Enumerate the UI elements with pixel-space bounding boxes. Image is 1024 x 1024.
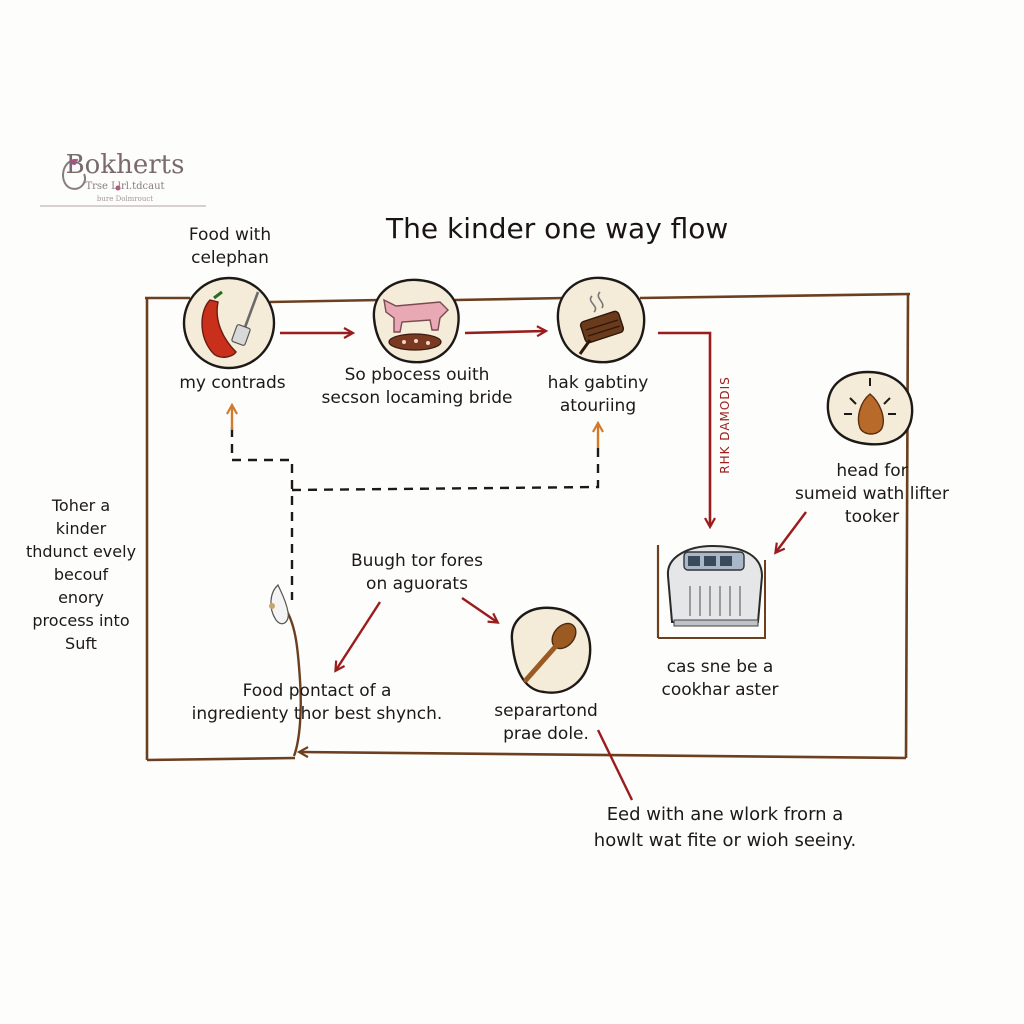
- chili-fork-icon: [182, 276, 276, 370]
- flow-arrows: [280, 331, 807, 801]
- logo-tagline: Trse Llrl.tdcaut: [85, 181, 165, 192]
- node-3-label: hak gabtiny atouriing: [547, 373, 649, 416]
- node-5-label: cas sne be a cookhar aster: [661, 657, 779, 700]
- logo-mark-icon: [40, 158, 206, 207]
- food-label: Food pontact of a ingredienty thor best …: [191, 681, 443, 724]
- mid-label: Buugh tor fores on aguorats: [351, 551, 483, 594]
- meat-plate-icon: [372, 278, 460, 364]
- logo: Bokherts Trse Llrl.tdcaut bure Dolmrouct: [40, 150, 210, 204]
- appliance-icon: [666, 544, 764, 627]
- logo-name: Bokherts: [65, 150, 185, 180]
- left-note: Toher a kinder thdunct evely becouf enor…: [25, 496, 137, 653]
- node-6-label: separartond prae dole.: [494, 701, 598, 744]
- frame-lines: [145, 292, 911, 762]
- vertical-label: RHK DAMODIS: [718, 376, 732, 474]
- bottom-note: Eed with ane wlork frorn a howlt wat fit…: [593, 804, 857, 851]
- egg-heat-icon: [826, 370, 914, 446]
- node-2-label: So pbocess ouith secson locaming bride: [321, 365, 513, 408]
- spoon-icon: [510, 606, 592, 694]
- diagram-title: The kinder one way flow: [386, 212, 729, 245]
- dashed-loop: [232, 406, 598, 600]
- logo-subline: bure Dolmrouct: [96, 195, 154, 203]
- node-1-label: my contrads: [179, 373, 286, 393]
- node-4-label: head for sumeid wath lifter tooker: [795, 461, 949, 527]
- node-1-top-label: Food with celephan: [188, 225, 272, 268]
- wire-icon: [269, 583, 302, 757]
- grill-meat-icon: [556, 276, 646, 364]
